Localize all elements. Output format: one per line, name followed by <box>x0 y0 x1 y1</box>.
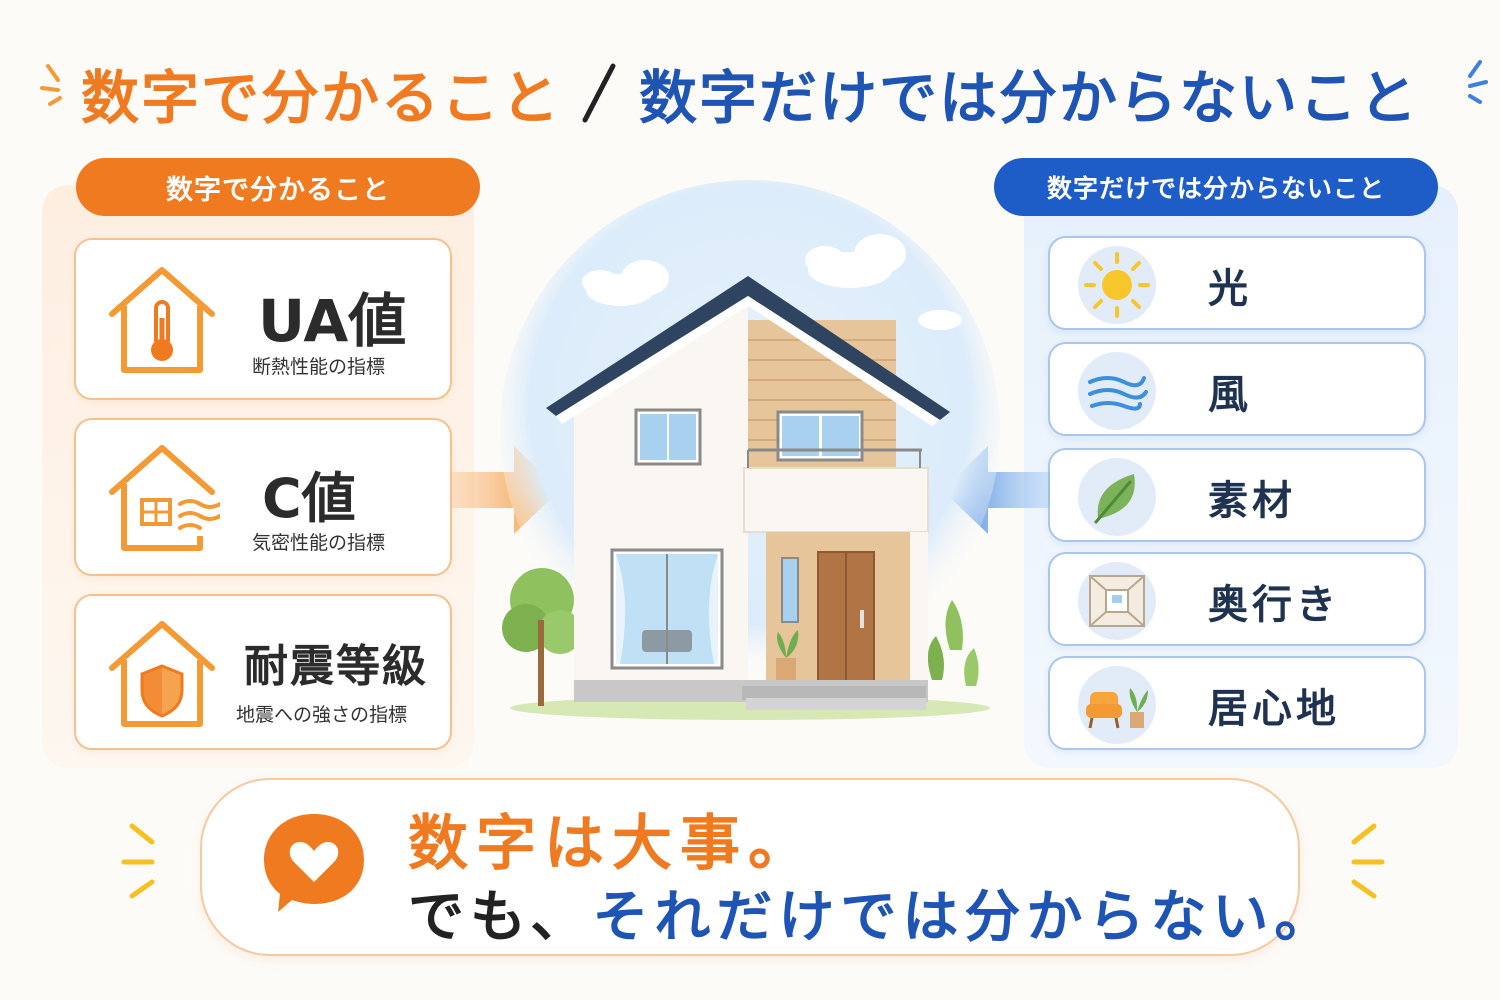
metric-card-ua: UA値 断熱性能の指標 <box>74 238 452 400</box>
quality-label: 素材 <box>1208 478 1296 524</box>
metric-card-c: C値 気密性能の指標 <box>74 418 452 576</box>
house-airflow-icon <box>109 445 220 551</box>
message-line-2: でも、それだけでは分からない。 <box>408 872 1336 953</box>
wind-icon <box>1078 352 1156 430</box>
metric-name: 耐震等級 <box>244 641 428 692</box>
quality-label: 風 <box>1208 372 1252 418</box>
metric-name: UA値 <box>258 287 407 355</box>
title-row: 数字で分かること 数字だけでは分からないこと <box>0 38 1500 148</box>
quality-card-depth: 奥行き <box>1048 552 1426 646</box>
metric-sub: 気密性能の指標 <box>252 532 386 554</box>
quality-card-light: 光 <box>1048 236 1426 330</box>
metric-card-seismic: 耐震等級 地震への強さの指標 <box>74 594 452 750</box>
message-box <box>200 778 1300 956</box>
title-left: 数字で分かること <box>80 64 561 132</box>
quality-card-wind: 風 <box>1048 342 1426 436</box>
sparkle-right-icon <box>1468 60 1488 104</box>
title-right: 数字だけでは分からないこと <box>639 64 1420 132</box>
house-thermometer-icon <box>109 267 215 373</box>
metric-sub: 断熱性能の指標 <box>252 356 386 378</box>
right-panel-label: 数字だけでは分からないこと <box>994 158 1438 216</box>
house-illustration <box>500 180 1000 720</box>
quality-label: 奥行き <box>1208 582 1340 628</box>
leaf-icon <box>1078 458 1156 536</box>
quality-label: 居心地 <box>1208 686 1340 732</box>
quality-card-material: 素材 <box>1048 448 1426 542</box>
sun-icon <box>1078 246 1156 324</box>
sparkle-left-icon <box>40 64 62 106</box>
house-shield-icon <box>109 621 215 727</box>
metric-sub: 地震への強さの指標 <box>236 704 408 726</box>
left-panel-label: 数字で分かること <box>76 158 480 216</box>
message-line-2-prefix: でも、 <box>408 885 593 950</box>
heart-speech-bubble-icon <box>264 814 364 912</box>
armchair-plant-icon <box>1078 666 1156 744</box>
sparkle-bottom-right-icon <box>1351 823 1385 899</box>
quality-label: 光 <box>1208 266 1252 312</box>
message-line-2-emphasis: それだけでは分からない。 <box>592 885 1337 950</box>
sparkle-bottom-left-icon <box>121 823 155 899</box>
metric-name: C値 <box>262 467 356 530</box>
slash-divider-icon <box>582 63 616 123</box>
quality-card-comfort: 居心地 <box>1048 656 1426 750</box>
room-depth-icon <box>1078 562 1156 640</box>
message-line-1: 数字は大事。 <box>408 809 816 879</box>
